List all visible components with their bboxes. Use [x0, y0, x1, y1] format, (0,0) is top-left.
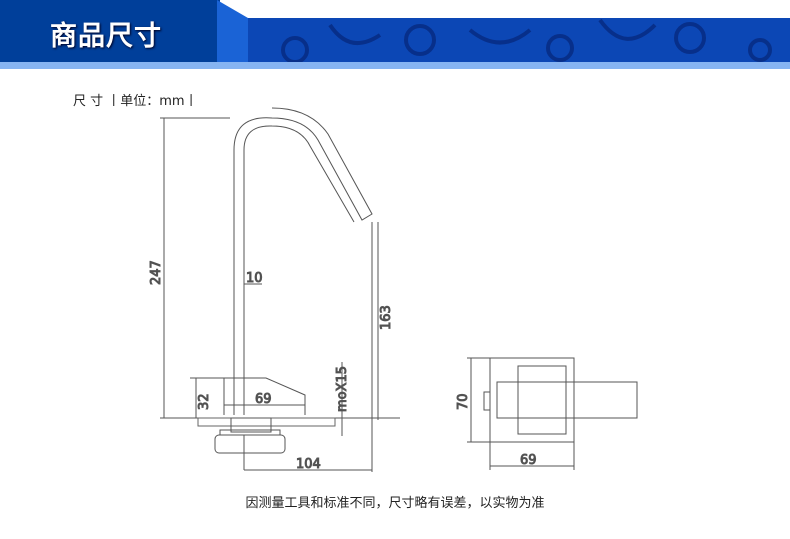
- section-title: 商品尺寸: [50, 21, 162, 52]
- dim-spout-height: 163: [379, 305, 394, 330]
- dim-base-length: 69: [255, 392, 272, 407]
- dimensions-unit-label: 尺 寸 丨单位：mm丨: [73, 94, 198, 109]
- dim-pipe-diameter: 10: [246, 271, 263, 286]
- header-banner: 商品尺寸: [0, 0, 790, 70]
- dim-base-height: 32: [197, 393, 212, 410]
- dim-reach: 104: [296, 457, 321, 472]
- dim-side-height: 70: [456, 393, 471, 410]
- faucet-dimension-drawing: 247 10 32 69 moX15 163 104 70 69: [149, 107, 638, 473]
- dim-total-height: 247: [149, 260, 164, 285]
- dim-thickness: moX15: [335, 366, 350, 412]
- measurement-note: 因测量工具和标准不同，尺寸略有误差，以实物为准: [245, 496, 545, 511]
- dim-side-width: 69: [520, 453, 537, 468]
